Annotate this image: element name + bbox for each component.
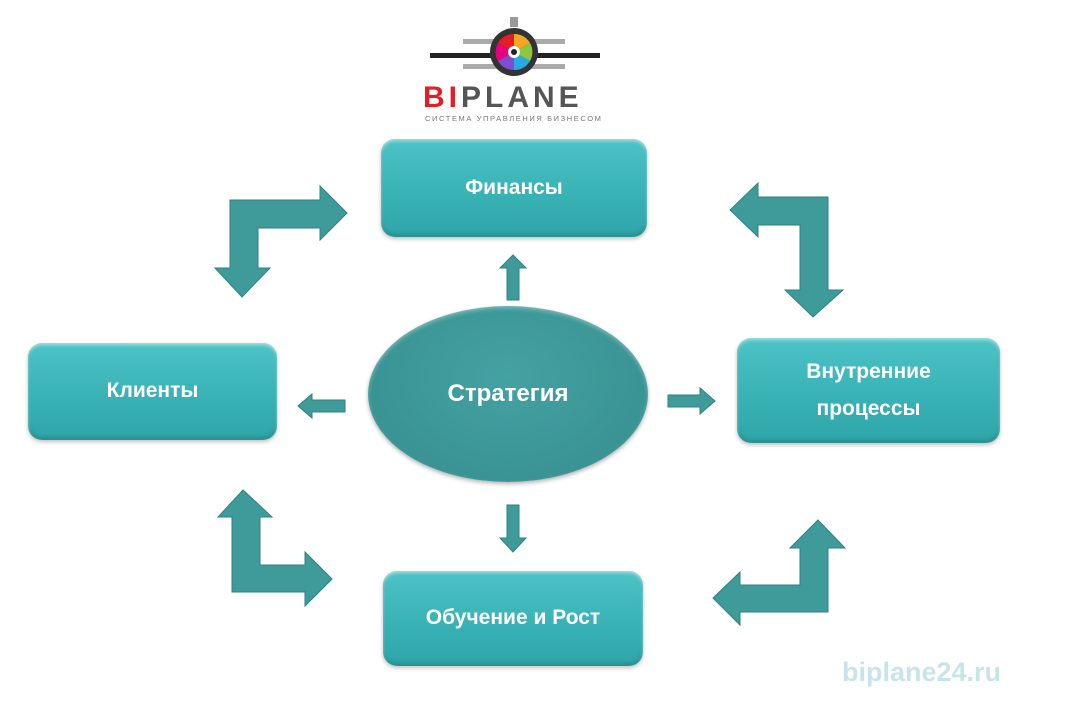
logo-tagline: СИСТЕМА УПРАВЛЕНИЯ БИЗНЕСОМ — [425, 114, 603, 123]
arrow-right — [667, 386, 716, 416]
box-internal-processes: Внутренние процессы — [737, 338, 1000, 443]
arrow-left — [297, 392, 346, 420]
arrow-up — [498, 254, 528, 301]
bent-arrow-learning-internal — [712, 519, 847, 627]
logo-red-text: BI — [423, 81, 461, 114]
box-finance: Финансы — [381, 139, 647, 237]
bent-arrow-finance-internal — [729, 181, 845, 318]
logo: BIPLANE — [423, 82, 583, 113]
box-learning-growth: Обучение и Рост — [383, 571, 643, 666]
bent-arrow-clients-finance — [213, 184, 348, 298]
logo-dark-text: PLANE — [461, 81, 583, 114]
bent-arrow-clients-learning — [216, 489, 333, 608]
box-clients: Клиенты — [28, 343, 277, 440]
logo-icon — [430, 17, 600, 76]
watermark: biplane24.ru — [842, 657, 1002, 687]
arrow-down — [498, 504, 528, 553]
center-strategy: Стратегия — [368, 306, 648, 482]
